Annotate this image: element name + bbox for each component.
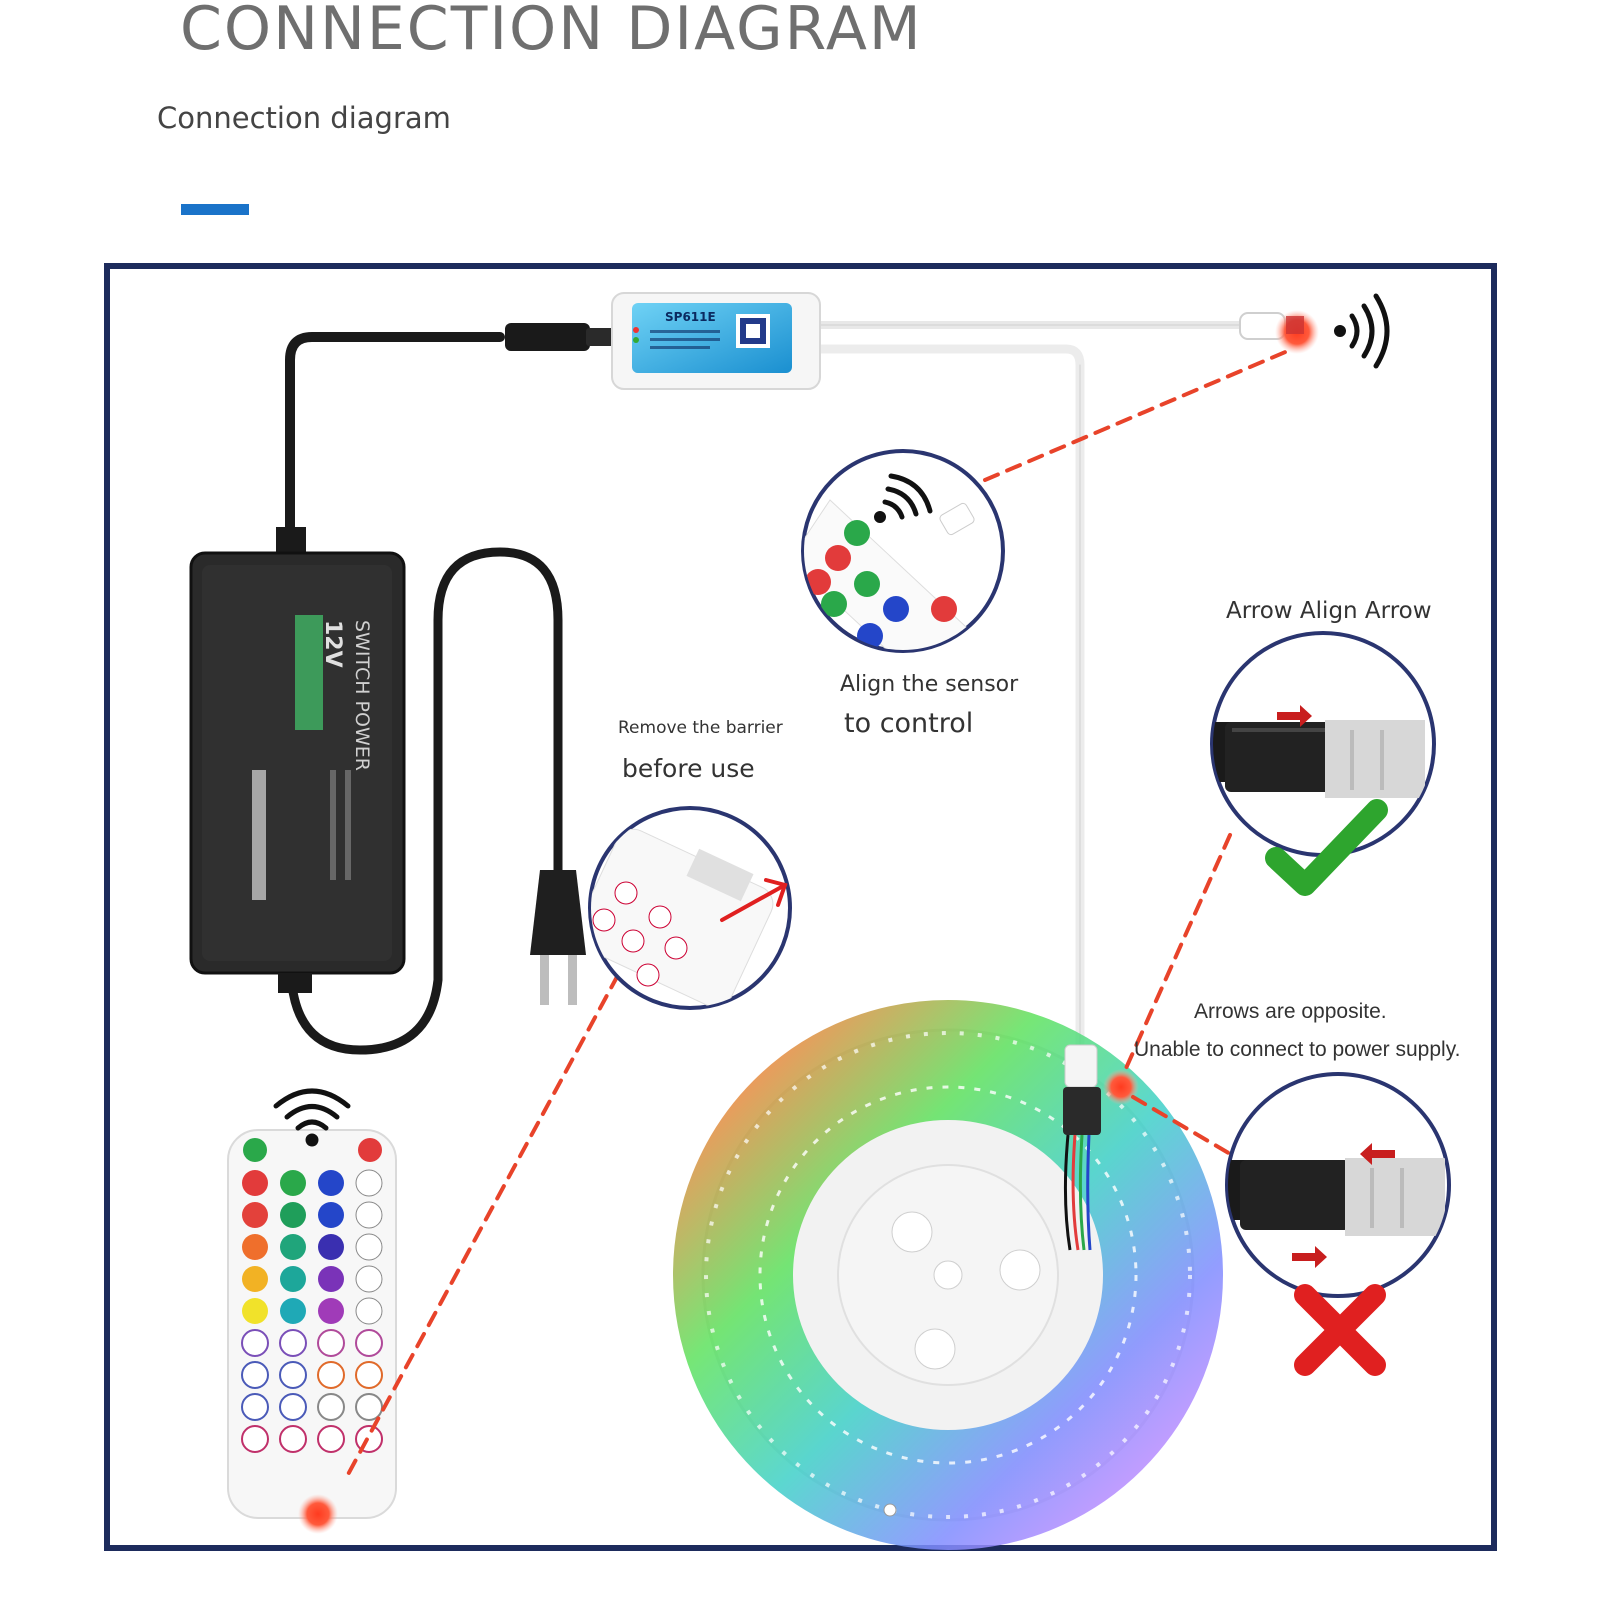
arrow-icon (1277, 705, 1312, 727)
ac-plug (530, 870, 586, 1005)
before-use-label: before use (622, 754, 755, 783)
arrow-icon (1360, 1143, 1395, 1165)
cross-icon (1294, 1284, 1386, 1376)
remote-control-large (227, 1088, 397, 1534)
strip-cable (815, 344, 1085, 1050)
arrow-icon (1292, 1246, 1327, 1268)
pointer-lines (343, 348, 1292, 1482)
wifi-signal-icon (874, 473, 933, 523)
correct-connection-circle (1210, 631, 1436, 857)
power-brand-label: SWITCH POWER (351, 620, 373, 771)
barrier-callout-circle (588, 806, 792, 1010)
arrow-align-label: Arrow Align Arrow (1226, 598, 1432, 624)
remove-barrier-label: Remove the barrier (618, 718, 783, 738)
strip-connector (1063, 1044, 1139, 1251)
diagram-frame (104, 263, 1497, 1551)
align-sensor-label: Align the sensor (840, 672, 1019, 697)
sensor-callout-circle (801, 449, 1005, 653)
unable-connect-label: Unable to connect to power supply. (1134, 1038, 1461, 1061)
ir-receiver (1239, 310, 1319, 354)
cables (285, 321, 1254, 1055)
dc-plug (505, 323, 614, 351)
accent-bar (181, 204, 249, 215)
page-title: CONNECTION DIAGRAM (180, 0, 923, 64)
wifi-signal-icon (273, 1088, 351, 1147)
led-strip-reel (673, 1000, 1223, 1550)
page-subtitle: Connection diagram (157, 101, 451, 135)
controller-model-label: SP611E (665, 310, 716, 324)
sp611e-controller: SP611E (611, 292, 821, 390)
check-icon (1265, 799, 1388, 896)
to-control-label: to control (844, 708, 974, 739)
arrow-icon (720, 878, 788, 922)
ac-cable (287, 547, 563, 1055)
arrows-opposite-label: Arrows are opposite. (1194, 1000, 1387, 1023)
wrong-connection-circle (1225, 1072, 1451, 1298)
wifi-signal-icon (1334, 293, 1390, 369)
power-adapter: SWITCH POWER 12V (189, 527, 406, 993)
dc-cable (285, 332, 505, 560)
power-voltage-label: 12V (320, 620, 345, 668)
